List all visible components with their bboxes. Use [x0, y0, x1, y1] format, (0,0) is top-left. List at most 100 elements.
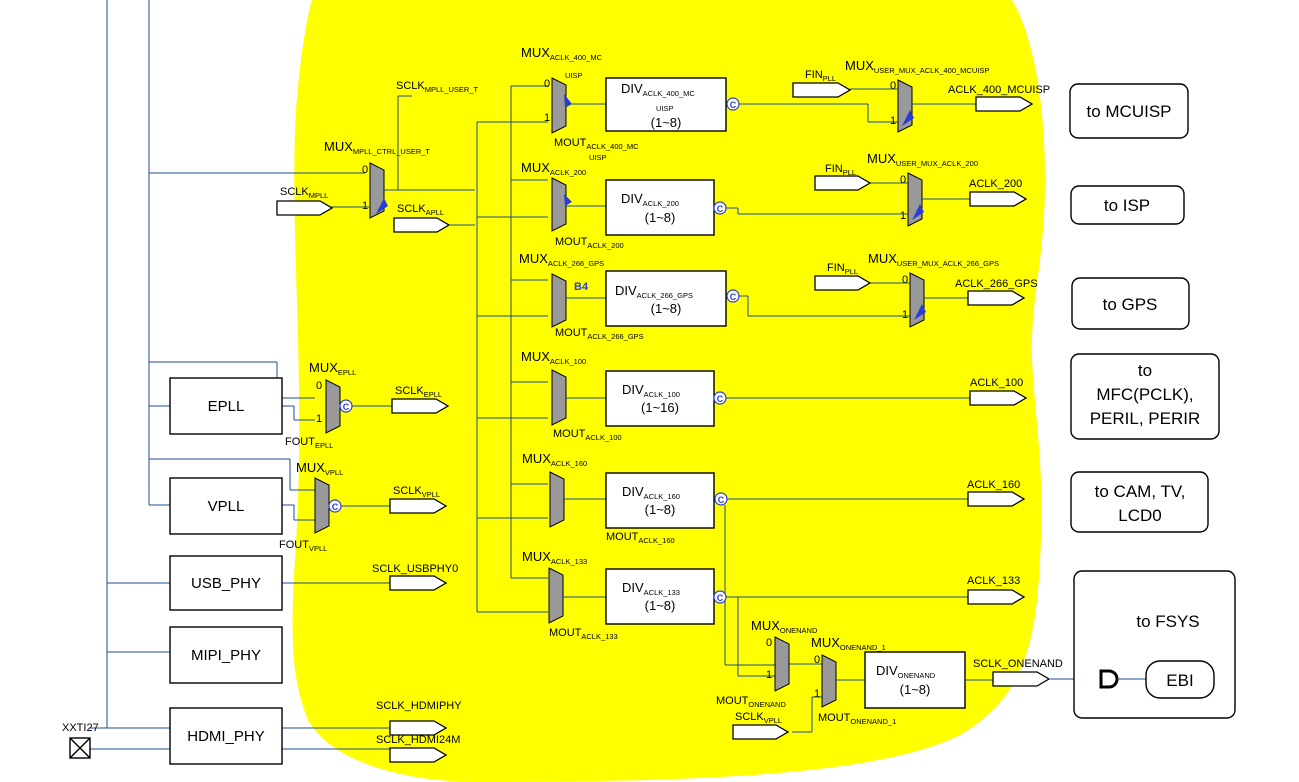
svg-text:FINPLL: FINPLL — [827, 262, 858, 276]
mux-user-aclk-200: MUXUSER_MUX_ACLK_200 0 1 — [867, 151, 978, 227]
svg-text:(1~8): (1~8) — [645, 598, 676, 613]
svg-text:to ISP: to ISP — [1104, 196, 1150, 215]
svg-text:MUXACLK_133: MUXACLK_133 — [522, 549, 587, 566]
svg-text:MUXUSER_MUX_ACLK_266_GPS: MUXUSER_MUX_ACLK_266_GPS — [868, 251, 999, 268]
svg-text:MUXVPLL: MUXVPLL — [296, 460, 343, 477]
dest-gps: to GPS — [1071, 277, 1190, 330]
svg-text:SCLKVPLL: SCLKVPLL — [393, 485, 440, 499]
mux-onenand-1: MUXONENAND_1 0 1 MOUTONENAND_1 — [811, 635, 896, 726]
svg-text:LCD0: LCD0 — [1118, 506, 1161, 525]
svg-text:MUXEPLL: MUXEPLL — [309, 360, 356, 377]
dest-cam-tv-lcd0: to CAM, TV, LCD0 — [1070, 471, 1209, 533]
svg-text:MUXACLK_160: MUXACLK_160 — [522, 451, 587, 468]
svg-text:MOUTONENAND_1: MOUTONENAND_1 — [818, 712, 896, 726]
svg-text:1: 1 — [766, 669, 772, 681]
svg-text:C: C — [730, 292, 737, 302]
svg-text:C: C — [717, 204, 724, 214]
svg-text:(1~8): (1~8) — [651, 115, 682, 130]
svg-text:MOUTACLK_266_GPS: MOUTACLK_266_GPS — [555, 327, 644, 341]
svg-text:FINPLL: FINPLL — [805, 69, 836, 83]
svg-text:DIVACLK_160: DIVACLK_160 — [622, 484, 680, 501]
signal-sclk-hdmiphy: SCLK_HDMIPHY — [376, 700, 462, 736]
row-aclk-400: MUXACLK_400_MC UISP 0 1 DIVACLK_400_MC U… — [521, 45, 740, 162]
svg-text:MUXUSER_MUX_ACLK_400_MCUISP: MUXUSER_MUX_ACLK_400_MCUISP — [845, 58, 989, 75]
mux-vpll: MUXVPLL C FOUTVPLL — [279, 460, 343, 553]
svg-text:DIVACLK_200: DIVACLK_200 — [621, 191, 679, 208]
svg-text:MUXONENAND: MUXONENAND — [751, 618, 818, 635]
pll-vpll: VPLL — [169, 477, 283, 535]
svg-text:ACLK_266_GPS: ACLK_266_GPS — [955, 278, 1038, 290]
svg-text:0: 0 — [316, 380, 322, 392]
mipi-phy-label: MIPI_PHY — [191, 647, 261, 664]
signal-aclk-133: ACLK_133 — [967, 575, 1026, 605]
svg-text:SCLKVPLL: SCLKVPLL — [735, 711, 782, 725]
svg-text:MOUTACLK_133: MOUTACLK_133 — [549, 627, 618, 641]
svg-text:SCLK_ONENAND: SCLK_ONENAND — [973, 658, 1063, 670]
hdmi-phy-label: HDMI_PHY — [187, 728, 265, 745]
svg-text:0: 0 — [362, 164, 368, 176]
svg-text:(1~8): (1~8) — [900, 682, 931, 697]
svg-text:MOUTACLK_200: MOUTACLK_200 — [555, 236, 624, 250]
svg-text:MOUTACLK_400_MC: MOUTACLK_400_MC — [554, 137, 639, 151]
svg-text:MUXACLK_400_MC: MUXACLK_400_MC — [521, 45, 603, 62]
svg-text:MUXUSER_MUX_ACLK_200: MUXUSER_MUX_ACLK_200 — [867, 151, 978, 168]
svg-text:C: C — [717, 394, 724, 404]
epll-label: EPLL — [208, 398, 245, 415]
left-wires — [89, 0, 390, 750]
signal-sclk-mpll-user: SCLKMPLL_USER_T — [396, 80, 479, 94]
row-aclk-100: MUXACLK_100 DIVACLK_100 (1~16) C MOUTACL… — [521, 349, 727, 442]
signal-sclk-onenand: SCLK_ONENAND — [973, 658, 1063, 687]
xxti27-label: XXTI27 — [62, 722, 99, 734]
svg-text:0: 0 — [890, 80, 896, 92]
svg-text:UISP: UISP — [656, 104, 674, 113]
svg-text:to: to — [1138, 361, 1152, 380]
svg-text:ACLK_400_MCUISP: ACLK_400_MCUISP — [948, 84, 1050, 96]
svg-text:0: 0 — [900, 174, 906, 186]
dest-mfc-peril: to MFC(PCLK), PERIL, PERIR — [1070, 353, 1220, 440]
svg-text:UISP: UISP — [589, 153, 607, 162]
svg-text:1: 1 — [814, 688, 820, 700]
signal-aclk-200: ACLK_200 — [969, 178, 1028, 207]
signal-aclk-266-gps: ACLK_266_GPS — [955, 278, 1038, 306]
svg-text:1: 1 — [544, 112, 550, 124]
svg-text:MFC(PCLK),: MFC(PCLK), — [1096, 385, 1193, 404]
usb-phy-label: USB_PHY — [191, 575, 261, 592]
svg-text:C: C — [343, 402, 350, 412]
row-aclk-133: MUXACLK_133 DIVACLK_133 (1~8) C MOUTACLK… — [522, 549, 727, 641]
svg-text:PERIL, PERIR: PERIL, PERIR — [1090, 409, 1201, 428]
svg-text:1: 1 — [316, 413, 322, 425]
svg-text:SCLKAPLL: SCLKAPLL — [397, 203, 444, 217]
div-onenand: DIVONENAND (1~8) — [864, 651, 966, 709]
svg-text:SCLK_HDMIPHY: SCLK_HDMIPHY — [376, 700, 462, 712]
svg-text:(1~8): (1~8) — [645, 210, 676, 225]
mux-mpll-ctrl-user-t: MUXMPLL_CTRL_USER_T 0 1 — [324, 139, 430, 219]
svg-text:FOUTEPLL: FOUTEPLL — [285, 436, 333, 450]
mux-epll: MUXEPLL 0 1 C FOUTEPLL — [285, 360, 356, 450]
phy-usb: USB_PHY — [169, 555, 283, 611]
svg-text:FINPLL: FINPLL — [825, 163, 856, 177]
svg-text:1: 1 — [902, 309, 908, 321]
signal-sclk-apll: SCLKAPLL — [393, 203, 451, 233]
svg-text:MUXACLK_100: MUXACLK_100 — [521, 349, 586, 366]
signal-aclk-160: ACLK_160 — [967, 479, 1026, 507]
row-aclk-160: MUXACLK_160 DIVACLK_160 (1~8) C MOUTACLK… — [522, 451, 728, 545]
svg-text:C: C — [332, 502, 339, 512]
svg-text:SCLK_USBPHY0: SCLK_USBPHY0 — [372, 563, 458, 575]
svg-text:MUXACLK_266_GPS: MUXACLK_266_GPS — [519, 251, 604, 268]
svg-text:SCLKMPLL_USER_T: SCLKMPLL_USER_T — [396, 80, 479, 94]
signal-aclk-400-mcuisp: ACLK_400_MCUISP — [948, 84, 1050, 112]
signal-sclk-vpll-onenand: SCLKVPLL — [732, 711, 790, 740]
svg-text:C: C — [718, 495, 725, 505]
svg-text:B4: B4 — [574, 281, 589, 293]
svg-text:1: 1 — [900, 210, 906, 222]
svg-text:MUXONENAND_1: MUXONENAND_1 — [811, 635, 886, 652]
svg-text:(1~8): (1~8) — [645, 502, 676, 517]
svg-text:(1~8): (1~8) — [651, 301, 682, 316]
signal-sclk-vpll: SCLKVPLL — [389, 485, 448, 514]
phy-mipi: MIPI_PHY — [169, 626, 283, 684]
svg-text:0: 0 — [544, 78, 550, 90]
dest-mcuisp: to MCUISP — [1069, 83, 1189, 139]
svg-text:MUXACLK_200: MUXACLK_200 — [521, 160, 586, 177]
svg-text:MOUTACLK_100: MOUTACLK_100 — [553, 428, 622, 442]
svg-text:to FSYS: to FSYS — [1136, 612, 1199, 631]
